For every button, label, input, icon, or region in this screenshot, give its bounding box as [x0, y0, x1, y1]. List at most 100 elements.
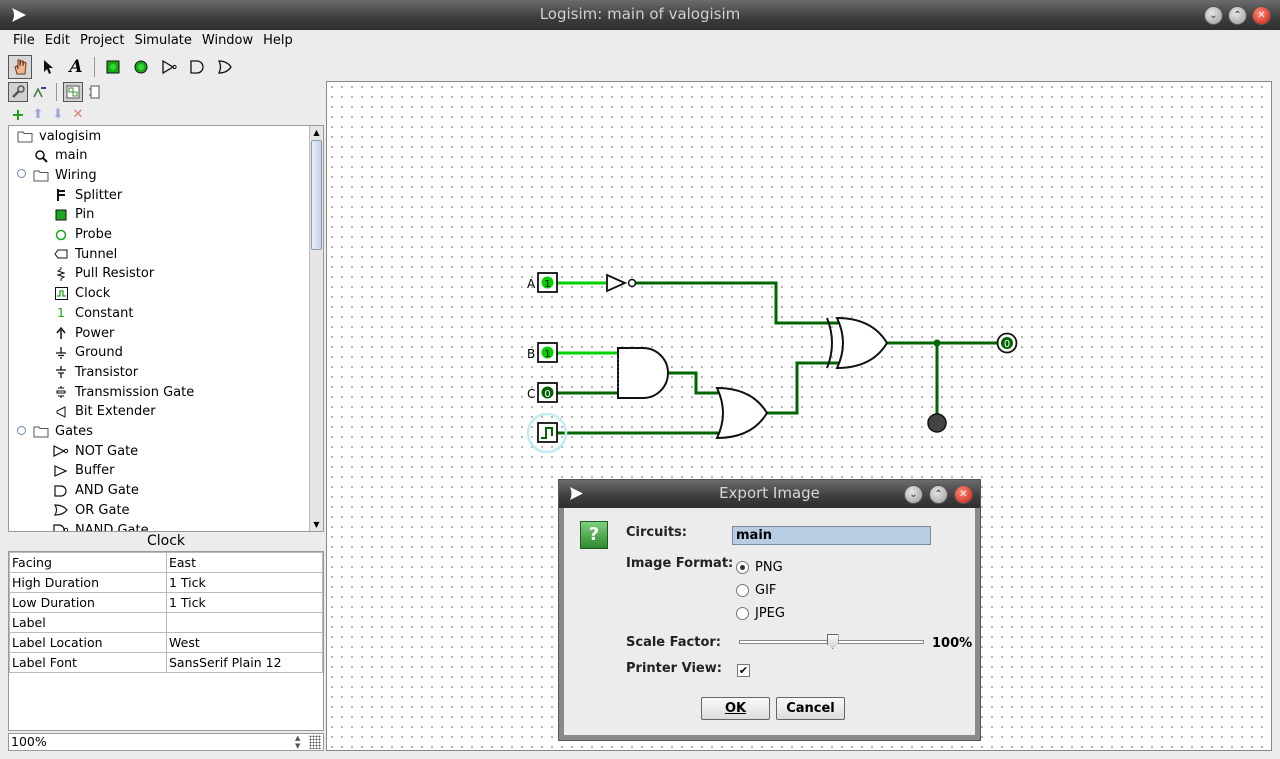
- circuits-select[interactable]: main: [732, 526, 931, 545]
- format-gif-radio[interactable]: GIF: [736, 583, 776, 598]
- move-down-button[interactable]: ⬇: [48, 104, 68, 124]
- tree-item-gates[interactable]: Gates: [17, 422, 93, 442]
- attribute-key: Label Font: [9, 652, 167, 673]
- grid-toggle-icon[interactable]: [309, 735, 321, 749]
- input-pin-a[interactable]: 1: [537, 272, 558, 293]
- tree-item-and-gate[interactable]: AND Gate: [53, 481, 139, 501]
- and-gate[interactable]: [617, 347, 669, 399]
- tree-item-label: Transmission Gate: [75, 384, 195, 400]
- tree-scrollbar[interactable]: ▲ ▼: [309, 126, 323, 531]
- tree-item-buffer[interactable]: Buffer: [53, 461, 114, 481]
- select-tool-button[interactable]: [36, 55, 60, 79]
- expand-toggle-icon[interactable]: [17, 425, 26, 435]
- input-pin-c[interactable]: 0: [537, 382, 558, 403]
- tree-item-splitter[interactable]: Splitter: [53, 185, 122, 205]
- tree-item-wiring[interactable]: Wiring: [17, 165, 97, 185]
- format-jpeg-radio[interactable]: JPEG: [736, 606, 785, 621]
- circuit-diagram[interactable]: 1 A 1 B 0 C: [327, 82, 1271, 750]
- move-up-button[interactable]: ⬆: [28, 104, 48, 124]
- attribute-row[interactable]: Label: [9, 612, 323, 633]
- ok-button[interactable]: OK: [701, 697, 770, 720]
- slider-thumb[interactable]: [826, 634, 839, 649]
- zoom-field[interactable]: 100% ▲▼: [8, 733, 324, 751]
- menu-project[interactable]: Project: [79, 33, 125, 48]
- or-gate[interactable]: [715, 386, 769, 440]
- remove-circuit-button[interactable]: ✕: [68, 104, 88, 124]
- tree-item-pin[interactable]: Pin: [53, 205, 94, 225]
- tree-item-transmission-gate[interactable]: Transmission Gate: [53, 382, 194, 402]
- dialog-maximize-button[interactable]: ⌃: [929, 485, 948, 504]
- tree-item-valogisim[interactable]: valogisim: [17, 126, 101, 146]
- menu-edit[interactable]: Edit: [44, 33, 70, 48]
- simulation-tree-button[interactable]: [30, 82, 50, 102]
- explorer-tools-button[interactable]: [8, 82, 28, 102]
- and-gate-tool-button[interactable]: [185, 55, 209, 79]
- wire-or-to-xor[interactable]: [765, 361, 839, 415]
- tree-item-pull-resistor[interactable]: Pull Resistor: [53, 264, 154, 284]
- attribute-value[interactable]: SansSerif Plain 12: [166, 652, 323, 673]
- maximize-button[interactable]: ⌃: [1228, 6, 1247, 25]
- output-pin[interactable]: 0: [996, 332, 1018, 354]
- tree-item-transistor[interactable]: Transistor: [53, 362, 138, 382]
- attribute-value[interactable]: West: [166, 632, 323, 653]
- label-b: B: [527, 347, 535, 361]
- not-gate-tool-button[interactable]: [157, 55, 181, 79]
- menu-simulate[interactable]: Simulate: [134, 33, 192, 48]
- add-circuit-button[interactable]: +: [8, 104, 28, 124]
- clock-component[interactable]: [526, 412, 568, 454]
- output-pin-tool-button[interactable]: [129, 55, 153, 79]
- input-pin-b[interactable]: 1: [537, 342, 558, 363]
- minimize-button[interactable]: ⌄: [1204, 6, 1223, 25]
- scroll-down-arrow-icon[interactable]: ▼: [313, 520, 320, 529]
- format-png-radio[interactable]: PNG: [736, 560, 783, 575]
- toolbar-divider: [56, 83, 57, 101]
- delete-icon: ✕: [72, 106, 84, 122]
- attribute-value[interactable]: 1 Tick: [166, 592, 323, 613]
- tree-item-or-gate[interactable]: OR Gate: [53, 500, 130, 520]
- not-gate[interactable]: [606, 273, 637, 293]
- layout-view-button[interactable]: [63, 82, 83, 102]
- expand-toggle-icon[interactable]: [17, 169, 26, 179]
- tree-item-not-gate[interactable]: NOT Gate: [53, 441, 138, 461]
- appearance-view-button[interactable]: [85, 82, 105, 102]
- attribute-table-title: Clock: [8, 533, 324, 551]
- scroll-up-arrow-icon[interactable]: ▲: [313, 128, 320, 137]
- led-indicator[interactable]: [927, 413, 947, 433]
- poke-tool-button[interactable]: [8, 55, 32, 79]
- xor-gate[interactable]: [826, 316, 889, 370]
- attribute-value[interactable]: East: [166, 552, 323, 573]
- zoom-spinner-icon[interactable]: ▲▼: [295, 734, 301, 750]
- or-gate-tool-button[interactable]: [213, 55, 237, 79]
- cancel-button[interactable]: Cancel: [776, 697, 845, 720]
- tree-item-nand-gate[interactable]: NAND Gate: [53, 520, 149, 531]
- dialog-minimize-button[interactable]: ⌄: [904, 485, 923, 504]
- menu-window[interactable]: Window: [201, 33, 254, 48]
- tree-item-probe[interactable]: Probe: [53, 225, 112, 245]
- tree-item-clock[interactable]: Clock: [53, 284, 110, 304]
- tree-item-main[interactable]: main: [33, 146, 87, 166]
- printer-view-checkbox[interactable]: ✔: [737, 664, 750, 677]
- scale-factor-slider[interactable]: [739, 634, 924, 649]
- dialog-close-button[interactable]: ✕: [954, 485, 973, 504]
- chevron-down-icon: ⌄: [909, 489, 918, 500]
- scrollbar-thumb[interactable]: [311, 140, 322, 250]
- text-tool-button[interactable]: A: [64, 55, 88, 79]
- menu-file[interactable]: File: [13, 33, 35, 48]
- tree-item-ground[interactable]: Ground: [53, 343, 123, 363]
- wire-and-to-or[interactable]: [665, 371, 720, 395]
- attribute-value[interactable]: 1 Tick: [166, 572, 323, 593]
- wire-not-to-xor[interactable]: [635, 281, 839, 325]
- attribute-value[interactable]: [166, 612, 323, 633]
- close-button[interactable]: ✕: [1252, 6, 1271, 25]
- tree-item-bit-extender[interactable]: Bit Extender: [53, 402, 156, 422]
- tree-item-power[interactable]: Power: [53, 323, 114, 343]
- input-pin-tool-button[interactable]: [101, 55, 125, 79]
- menu-help[interactable]: Help: [263, 33, 293, 48]
- tree-item-tunnel[interactable]: Tunnel: [53, 244, 117, 264]
